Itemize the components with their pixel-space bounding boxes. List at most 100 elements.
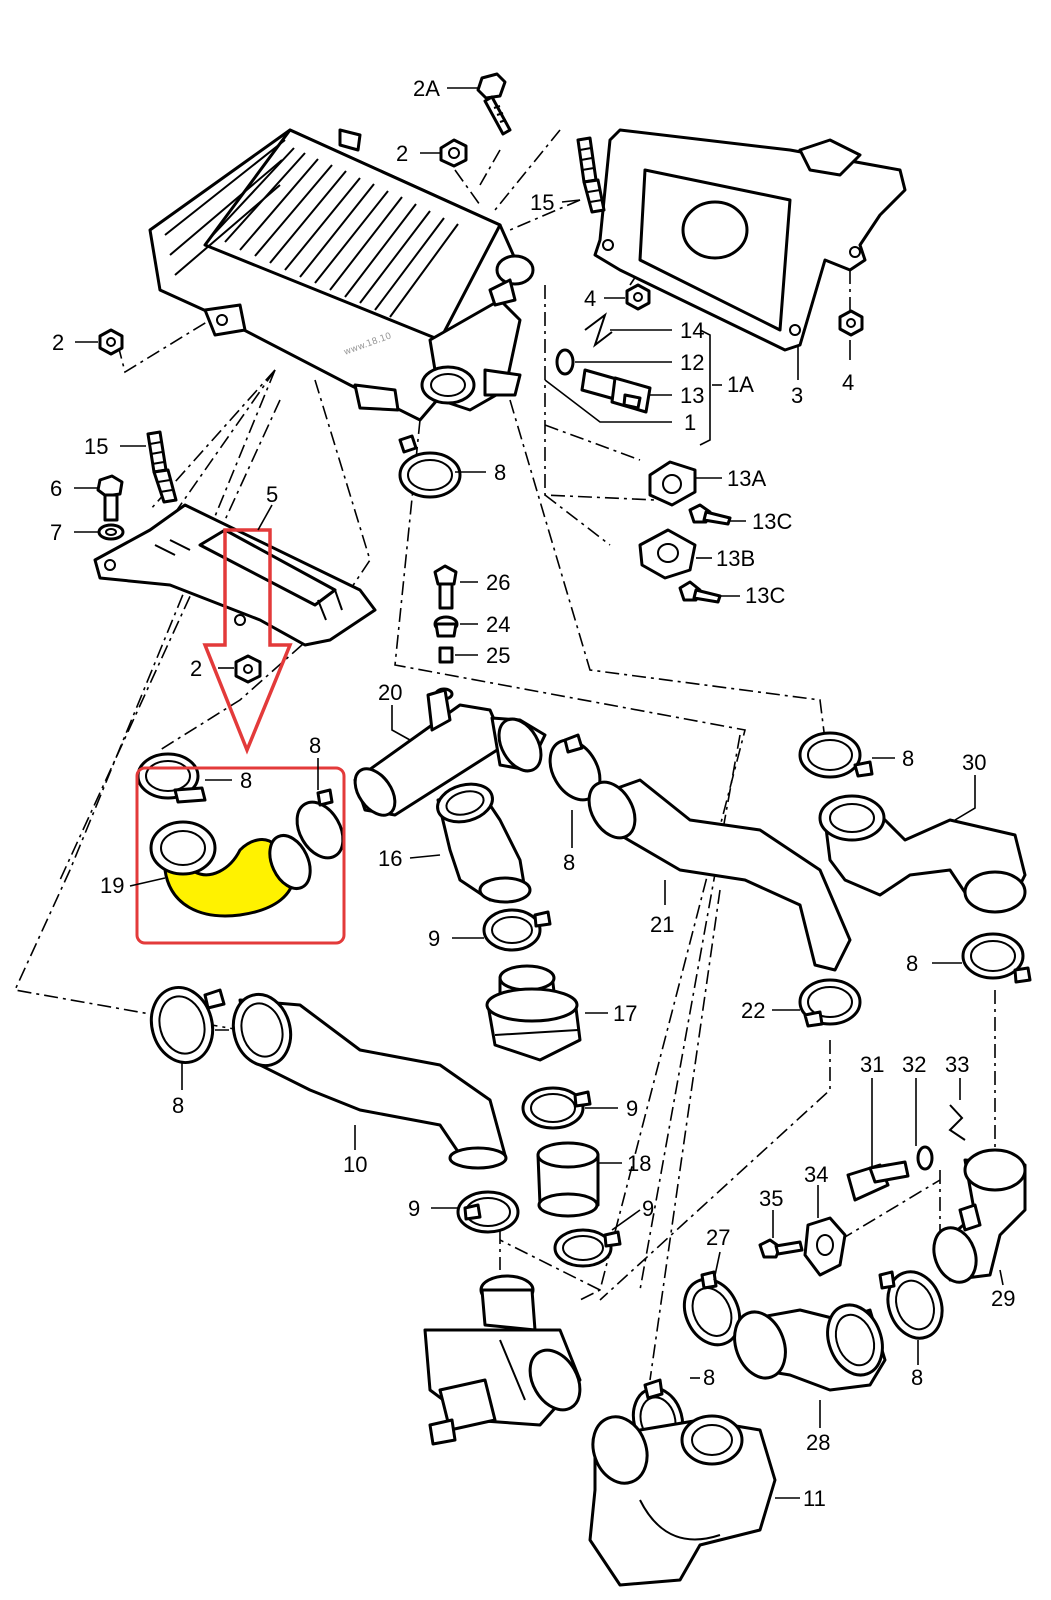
callout-2-left: 2 [52, 330, 64, 355]
bolt-35-icon [758, 1238, 804, 1259]
callout-1A: 1A [727, 372, 754, 397]
sensor-13-icon [580, 368, 652, 414]
clamp-8-hose-28-icon [878, 1270, 944, 1340]
callout-5: 5 [266, 482, 278, 507]
callout-8-hose-30-bottom: 8 [906, 951, 918, 976]
nut-4-right-icon [838, 309, 864, 337]
leader-lines [74, 87, 1004, 1499]
callout-13A: 13A [727, 466, 766, 491]
wire-14-icon [584, 312, 613, 348]
callout-26: 26 [486, 570, 510, 595]
nut-2-bracket-icon [234, 654, 262, 684]
callout-8-hose-11: 8 [703, 1365, 715, 1390]
callout-4-right: 4 [842, 370, 854, 395]
callout-labels: 2A 2 15 4 14 12 13 1A 1 3 4 2 8 13A 13C … [50, 76, 1015, 1511]
clamp-9-upper-icon [482, 908, 552, 952]
callout-24: 24 [486, 612, 510, 637]
callout-18: 18 [627, 1151, 651, 1176]
callout-30: 30 [962, 750, 986, 775]
callout-6: 6 [50, 476, 62, 501]
grommet-24-icon [433, 615, 459, 638]
flange-13B-icon [638, 528, 697, 580]
callout-20: 20 [378, 680, 402, 705]
callout-2-bracket: 2 [190, 656, 202, 681]
callout-13B: 13B [716, 546, 755, 571]
red-highlight-box [135, 766, 346, 945]
hose-11-icon [588, 1414, 777, 1587]
clamp-9-lower-icon [553, 1228, 622, 1268]
hose-10-icon [231, 992, 508, 1170]
hose-29-icon [932, 1148, 1027, 1284]
o-ring-12-icon [555, 348, 575, 376]
hose-30-icon [818, 794, 1027, 914]
clamp-8-at-20-icon [295, 788, 345, 860]
nut-2-left-icon [98, 328, 124, 356]
stud-15-left-icon [146, 430, 178, 504]
callout-32: 32 [902, 1052, 926, 1077]
callout-12: 12 [680, 350, 704, 375]
callout-35: 35 [759, 1186, 783, 1211]
callout-4-left: 4 [584, 286, 596, 311]
diverter-valve-assembly-icon [423, 1274, 582, 1446]
callout-29: 29 [991, 1286, 1015, 1311]
callout-27: 27 [706, 1225, 730, 1250]
valve-17-icon [485, 964, 582, 1062]
bolt-26-icon [433, 564, 458, 610]
clamp-8-hose-10-icon [149, 985, 226, 1065]
callout-9-hose-10: 9 [408, 1196, 420, 1221]
callout-8-hose-30-top: 8 [902, 746, 914, 771]
callout-33: 33 [945, 1052, 969, 1077]
sensor-31-icon [846, 1160, 910, 1202]
clamp-27-icon [682, 1270, 742, 1347]
clamp-9-hose-10-icon [456, 1190, 520, 1234]
clamp-8-outlet-icon [398, 434, 462, 499]
callout-8-hose-28: 8 [911, 1365, 923, 1390]
callout-9-upper: 9 [428, 926, 440, 951]
callout-8-hose-10: 8 [172, 1093, 184, 1118]
callout-8-at-19: 8 [240, 768, 252, 793]
hose-28-icon [733, 1303, 887, 1392]
clamp-9-middle-icon [521, 1086, 592, 1130]
bolt-13C-lower-icon [678, 580, 722, 604]
red-annotation [135, 528, 346, 945]
callout-31: 31 [860, 1052, 884, 1077]
nut-4-left-icon [625, 283, 651, 311]
bolt-2A-icon [476, 72, 512, 136]
callout-7: 7 [50, 520, 62, 545]
clamp-8-hose-30-bottom-icon [961, 932, 1032, 984]
callout-22: 22 [741, 998, 765, 1023]
callout-11: 11 [803, 1486, 826, 1511]
intercooler-icon: www.18.10 [148, 128, 535, 422]
red-down-arrow-icon [202, 528, 293, 755]
clamp-8-hose-30-top-icon [798, 731, 874, 779]
elbow-16-icon [436, 782, 532, 904]
washer-7-icon [97, 523, 125, 541]
callout-16: 16 [378, 846, 402, 871]
callout-17: 17 [613, 1001, 637, 1026]
callout-3: 3 [791, 383, 803, 408]
wire-33-icon [948, 1104, 966, 1141]
flange-34-icon [803, 1216, 847, 1277]
bracket-5-icon [93, 503, 377, 647]
callout-9-middle: 9 [626, 1096, 638, 1121]
o-ring-32-icon [916, 1145, 934, 1171]
callout-15-left: 15 [84, 434, 108, 459]
bracket-3-icon [593, 128, 907, 352]
bolt-6-icon [96, 474, 124, 522]
callout-10: 10 [343, 1152, 367, 1177]
hose-19-highlighted-icon [136, 752, 312, 918]
callout-28: 28 [806, 1430, 830, 1455]
callout-1: 1 [684, 410, 696, 435]
callout-13C-lower: 13C [745, 583, 785, 608]
callout-34: 34 [804, 1162, 828, 1187]
callout-8-outlet: 8 [494, 460, 506, 485]
callout-21: 21 [650, 912, 674, 937]
callout-9-lower: 9 [642, 1196, 654, 1221]
callout-8-at-20: 8 [309, 733, 321, 758]
callout-2A: 2A [413, 76, 440, 101]
callout-19: 19 [100, 873, 124, 898]
callout-15-top: 15 [530, 190, 554, 215]
callout-13: 13 [680, 383, 704, 408]
